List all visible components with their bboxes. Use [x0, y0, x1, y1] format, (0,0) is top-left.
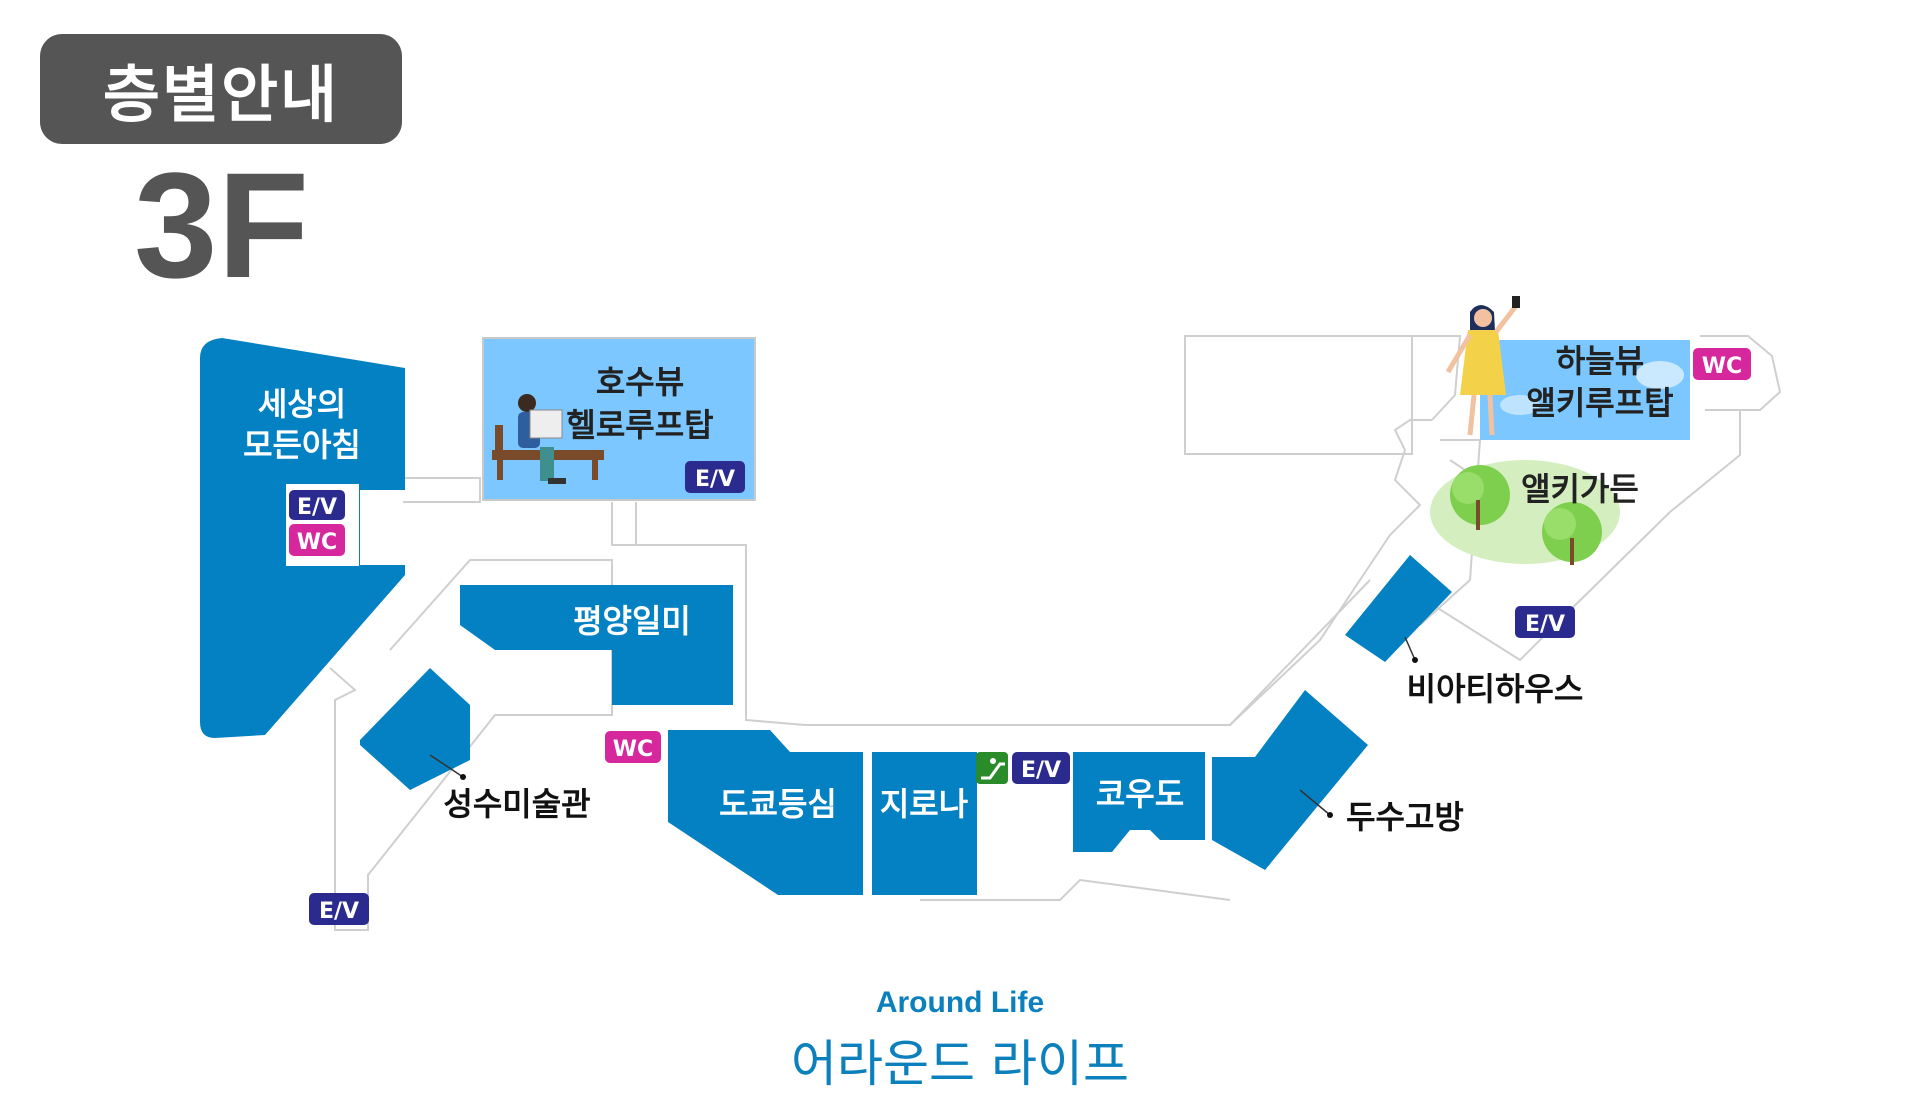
store-pyongyang-ilmi[interactable] [460, 585, 733, 705]
store-seongsu-gallery[interactable] [360, 668, 470, 790]
lake-view-line1: 호수뷰 [596, 363, 684, 401]
svg-text:WC: WC [613, 737, 653, 762]
svg-text:E/V: E/V [1021, 758, 1061, 783]
ev-badge: E/V [685, 461, 745, 493]
wc-badge: WC [605, 731, 661, 763]
svg-text:WC: WC [297, 530, 337, 555]
ev-badge: E/V [1012, 752, 1070, 784]
escalator-icon [976, 752, 1008, 784]
lake-view-line2: 헬로루프탑 [566, 406, 713, 444]
sky-view-line1: 하늘뷰 [1556, 342, 1644, 380]
svg-text:E/V: E/V [297, 495, 337, 520]
brand-name-en: Around Life [875, 986, 1045, 1019]
ev-badge: E/V [289, 490, 345, 520]
svg-text:WC: WC [1702, 354, 1742, 379]
garden-label: 앨키가든 [1521, 470, 1639, 508]
store-label-dusu: 두수고방 [1346, 798, 1464, 836]
store-tokyo-deungsim[interactable] [668, 730, 863, 895]
store-label-coudo: 코우도 [1096, 775, 1184, 813]
store-coudo[interactable] [1073, 752, 1205, 852]
corridor-outline [329, 335, 1782, 931]
bench-person-illustration [492, 394, 604, 484]
svg-text:E/V: E/V [319, 899, 359, 924]
svg-text:E/V: E/V [695, 467, 735, 492]
store-biati-house[interactable] [1345, 555, 1452, 662]
store-dusu-gobang[interactable] [1212, 690, 1368, 870]
store-label-biati: 비아티하우스 [1407, 670, 1584, 708]
woman-selfie-illustration [1445, 296, 1520, 436]
floor-number: 3F [134, 141, 310, 309]
brand-name-ko: 어라운드 라이프 [791, 1035, 1129, 1093]
wc-badge: WC [1693, 348, 1751, 380]
store-label-tokyo: 도쿄등심 [719, 785, 837, 823]
ev-badge: E/V [1515, 606, 1575, 638]
sky-view-rooftop[interactable] [1480, 340, 1690, 440]
store-girona[interactable] [872, 752, 977, 895]
store-label-seongsu: 성수미술관 [443, 785, 590, 823]
garden-area [1430, 460, 1620, 565]
ev-badge: E/V [309, 893, 369, 925]
store-label-segang-line1: 세상의 [258, 385, 346, 423]
sky-view-line2: 앨키루프탑 [1526, 384, 1673, 422]
store-label-segang-line2: 모든아침 [243, 426, 361, 464]
svg-text:E/V: E/V [1525, 612, 1565, 637]
store-label-pyongyang: 평양일미 [573, 602, 691, 640]
wc-badge: WC [289, 524, 345, 556]
floor-guide-title: 층별안내 [40, 34, 402, 144]
store-label-girona: 지로나 [880, 785, 968, 823]
